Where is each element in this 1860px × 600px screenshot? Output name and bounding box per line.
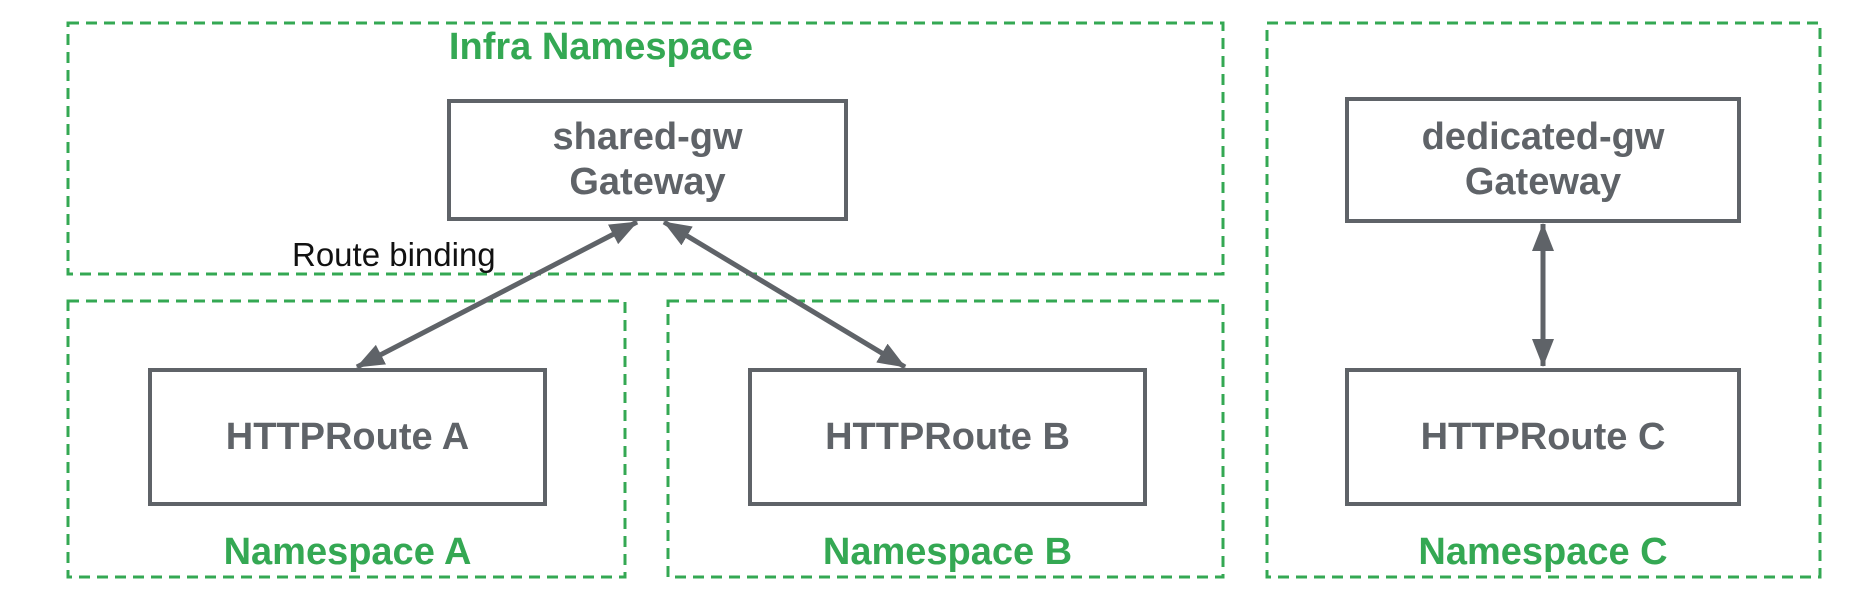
dedicated-gw-gateway-node: dedicated-gw Gateway: [1345, 97, 1741, 223]
edge-httproute-a-to-shared-gw: [355, 219, 639, 370]
namespace-a-border: [66, 299, 627, 579]
namespace-a-label: Namespace A: [223, 531, 472, 573]
httproute-a-label: HTTPRoute A: [225, 415, 470, 458]
shared-gw-gateway-name: shared-gw: [552, 116, 743, 158]
namespace-c-label: Namespace C: [1418, 531, 1668, 573]
httproute-b-node: HTTPRoute B: [748, 368, 1147, 506]
httproute-c-node: HTTPRoute C: [1345, 368, 1741, 506]
shared-gw-gateway-kind: Gateway: [569, 161, 726, 203]
dedicated-gw-gateway-name: dedicated-gw: [1421, 116, 1665, 158]
namespace-c-border: [1265, 21, 1822, 579]
route-binding-annotation: Route binding: [292, 236, 496, 273]
httproute-b-label: HTTPRoute B: [825, 415, 1070, 458]
httproute-a-node: HTTPRoute A: [148, 368, 547, 506]
namespace-b-border: [666, 299, 1225, 579]
httproute-c-label: HTTPRoute C: [1420, 415, 1666, 458]
infra-namespace-border: [66, 21, 1225, 276]
namespace-b-label: Namespace B: [822, 531, 1073, 573]
edge-httproute-b-to-shared-gw: [662, 219, 907, 370]
shared-gw-gateway-node: shared-gw Gateway: [447, 99, 848, 221]
infra-namespace-label: Infra Namespace: [448, 26, 754, 68]
dedicated-gw-gateway-kind: Gateway: [1464, 161, 1622, 203]
